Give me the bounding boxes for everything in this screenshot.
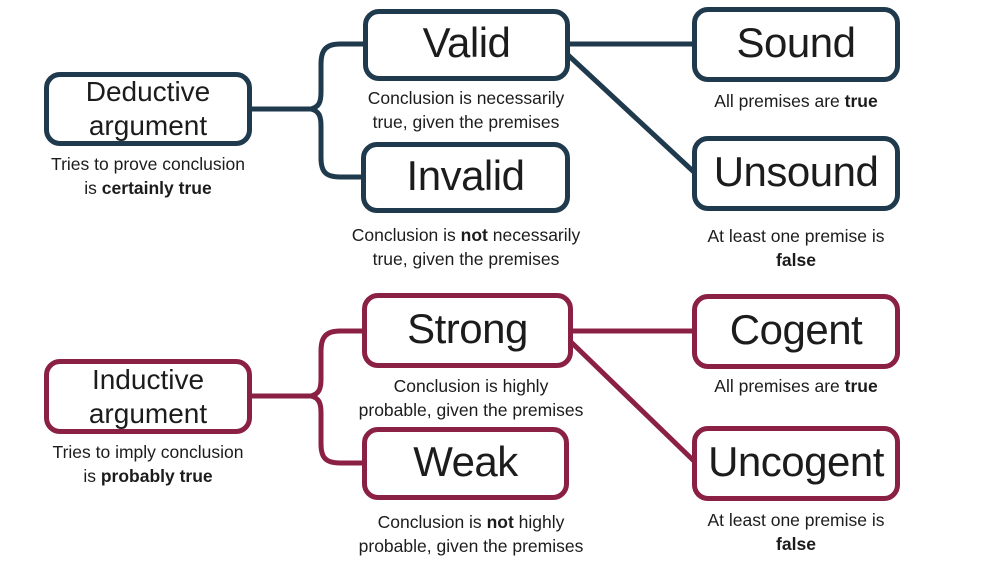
- node-uncogent: Uncogent: [692, 426, 900, 501]
- sound-caption: All premises are true: [714, 91, 878, 111]
- inductive-argument-label: Inductive argument: [88, 363, 208, 429]
- node-cogent: Cogent: [692, 294, 900, 369]
- strong-caption: Conclusion is highly probable, given the…: [358, 376, 584, 420]
- connector-inductive-strong: [310, 328, 365, 399]
- node-inductive-argument: Inductive argument: [44, 359, 252, 434]
- invalid-label: Invalid: [406, 151, 525, 199]
- node-weak: Weak: [362, 427, 569, 500]
- node-invalid: Invalid: [361, 142, 570, 213]
- weak-label: Weak: [413, 437, 518, 485]
- valid-caption: Conclusion is necessarily true, given th…: [367, 88, 565, 132]
- weak-caption: Conclusion is not highly probable, given…: [358, 512, 584, 556]
- node-deductive-argument: Deductive argument: [44, 72, 252, 146]
- strong-label: Strong: [407, 304, 528, 352]
- connector-deductive-invalid: [310, 106, 364, 180]
- node-valid: Valid: [363, 9, 570, 81]
- unsound-caption: At least one premise is false: [707, 226, 885, 270]
- deductive-argument-caption: Tries to prove conclusion is certainly t…: [51, 154, 245, 198]
- connector-deductive-valid: [310, 41, 366, 112]
- uncogent-caption: At least one premise is false: [707, 510, 885, 554]
- sound-label: Sound: [736, 18, 856, 66]
- connector-inductive-weak: [310, 393, 365, 466]
- unsound-label: Unsound: [713, 147, 879, 195]
- deductive-argument-label: Deductive argument: [85, 76, 211, 141]
- cogent-label: Cogent: [729, 305, 863, 353]
- uncogent-label: Uncogent: [708, 437, 884, 485]
- cogent-caption: All premises are true: [714, 376, 878, 396]
- connector-strong-uncogent: [569, 340, 697, 464]
- node-unsound: Unsound: [692, 136, 900, 211]
- inductive-argument-caption: Tries to imply conclusion is probably tr…: [52, 442, 244, 486]
- node-strong: Strong: [362, 293, 573, 368]
- connector-valid-unsound: [566, 53, 697, 175]
- node-sound: Sound: [692, 7, 900, 82]
- invalid-caption: Conclusion is not necessarily true, give…: [351, 225, 581, 269]
- valid-label: Valid: [422, 19, 511, 66]
